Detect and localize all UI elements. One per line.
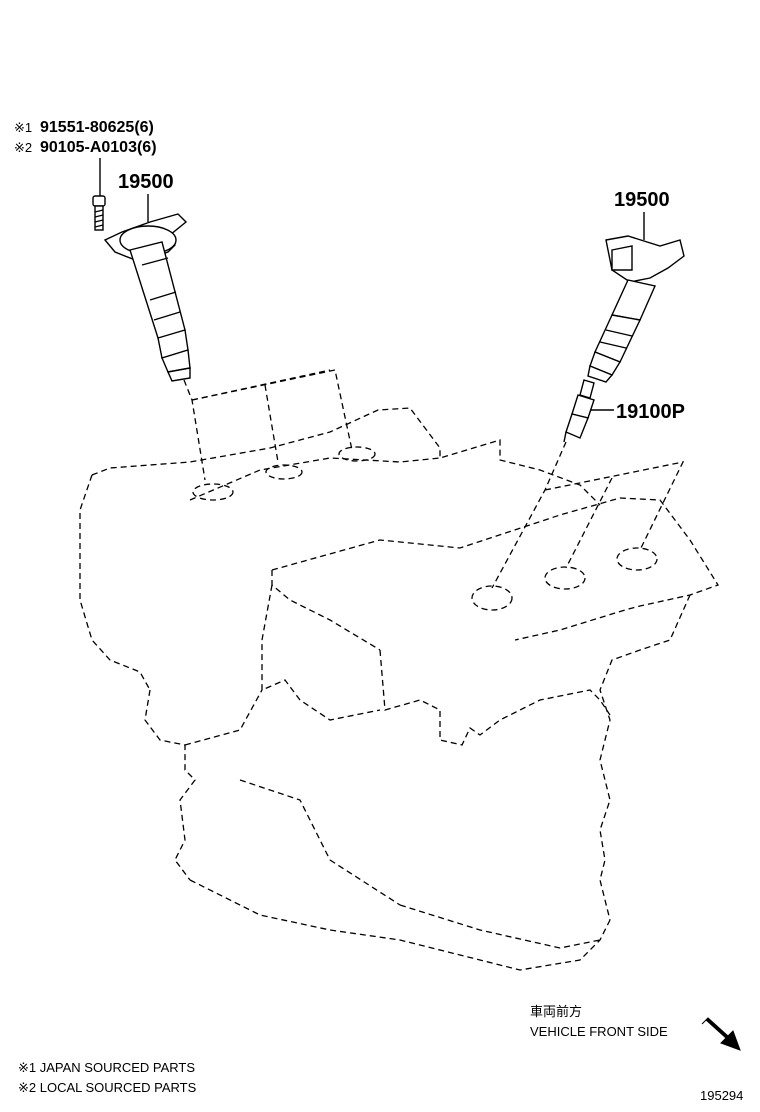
ignition-coil-right[interactable] bbox=[587, 235, 685, 383]
bolt-part[interactable] bbox=[92, 195, 106, 231]
leader-lines-left bbox=[183, 369, 353, 481]
vehicle-front-indicator: 車両前方 VEHICLE FRONT SIDE bbox=[530, 1004, 741, 1051]
plug-holes-front bbox=[471, 547, 658, 611]
coil-left-part-number: 19500 bbox=[118, 171, 174, 193]
ignition-coil-left[interactable] bbox=[103, 213, 191, 382]
bolt-note-2-mark: ※2 bbox=[14, 140, 32, 155]
bolt-note-2-part: 90105-A0103(6) bbox=[40, 139, 157, 156]
spark-plug[interactable] bbox=[563, 379, 595, 443]
diagonal-arrow-icon bbox=[701, 1017, 741, 1051]
coil-right-part-number: 19500 bbox=[614, 189, 670, 211]
legend-item-japan: ※1 JAPAN SOURCED PARTS bbox=[18, 1060, 195, 1075]
callout-coil-left: 19500 bbox=[118, 171, 174, 222]
spark-plug-part-number: 19100P bbox=[616, 401, 685, 423]
figure-number: 195294 bbox=[700, 1088, 743, 1103]
legend: ※1 JAPAN SOURCED PARTS ※2 LOCAL SOURCED … bbox=[18, 1060, 197, 1095]
leader-lines-right bbox=[491, 441, 685, 589]
bolt-note-1-mark: ※1 bbox=[14, 120, 32, 135]
callout-spark-plug: 19100P bbox=[590, 401, 685, 423]
callout-coil-right: 19500 bbox=[614, 189, 670, 240]
legend-item-local: ※2 LOCAL SOURCED PARTS bbox=[18, 1080, 197, 1095]
front-label-english: VEHICLE FRONT SIDE bbox=[530, 1024, 668, 1039]
engine-block-outline bbox=[79, 407, 719, 971]
callout-bolt: ※1 91551-80625(6) ※2 90105-A0103(6) bbox=[14, 119, 157, 196]
plug-holes-rear bbox=[192, 446, 376, 501]
front-label-japanese: 車両前方 bbox=[530, 1004, 582, 1019]
bolt-note-1-part: 91551-80625(6) bbox=[40, 119, 154, 136]
